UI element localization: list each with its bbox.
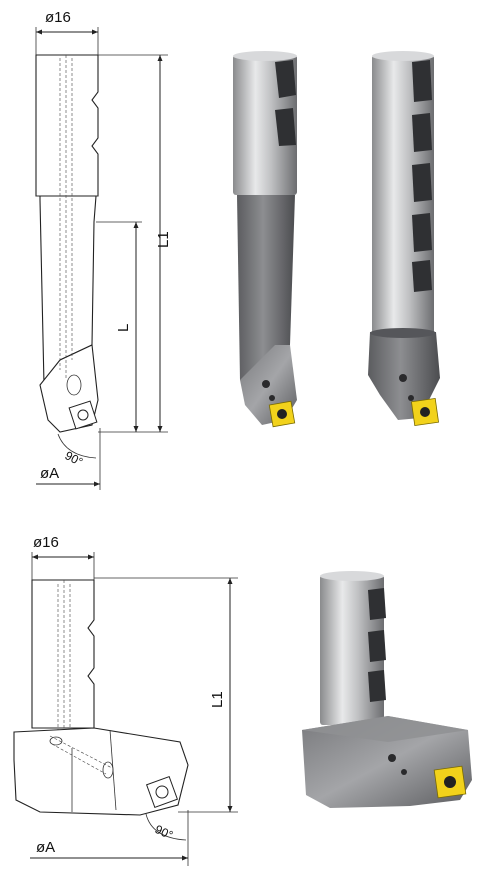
top-cut-diameter-label: øA bbox=[40, 465, 59, 482]
top-shank-diameter-label: ø16 bbox=[45, 9, 71, 26]
bottom-shank-outline bbox=[31, 579, 95, 729]
bottom-insert-outline bbox=[145, 775, 179, 809]
top-insert-outline bbox=[68, 400, 98, 430]
bottom-cut-diameter-label: øA bbox=[36, 839, 55, 856]
top-insert-screw-icon bbox=[77, 409, 89, 421]
top-shank-outline bbox=[35, 54, 99, 197]
bottom-insert-screw-icon bbox=[155, 785, 169, 799]
top-overall-length-label: L1 bbox=[155, 231, 172, 248]
top-render-1 bbox=[233, 51, 297, 428]
bottom-drawing: ø16 L1 øA 90° bbox=[13, 534, 238, 866]
top-length-label: L bbox=[115, 324, 132, 332]
top-drawing: ø16 L1 L øA 90° bbox=[35, 9, 172, 490]
bottom-render bbox=[302, 571, 472, 808]
bottom-overall-length-label: L1 bbox=[209, 691, 226, 708]
top-render-2 bbox=[368, 51, 440, 427]
bottom-shank-diameter-label: ø16 bbox=[33, 534, 59, 551]
top-angle-label: 90° bbox=[63, 448, 86, 469]
bottom-angle-label: 90° bbox=[153, 822, 176, 842]
